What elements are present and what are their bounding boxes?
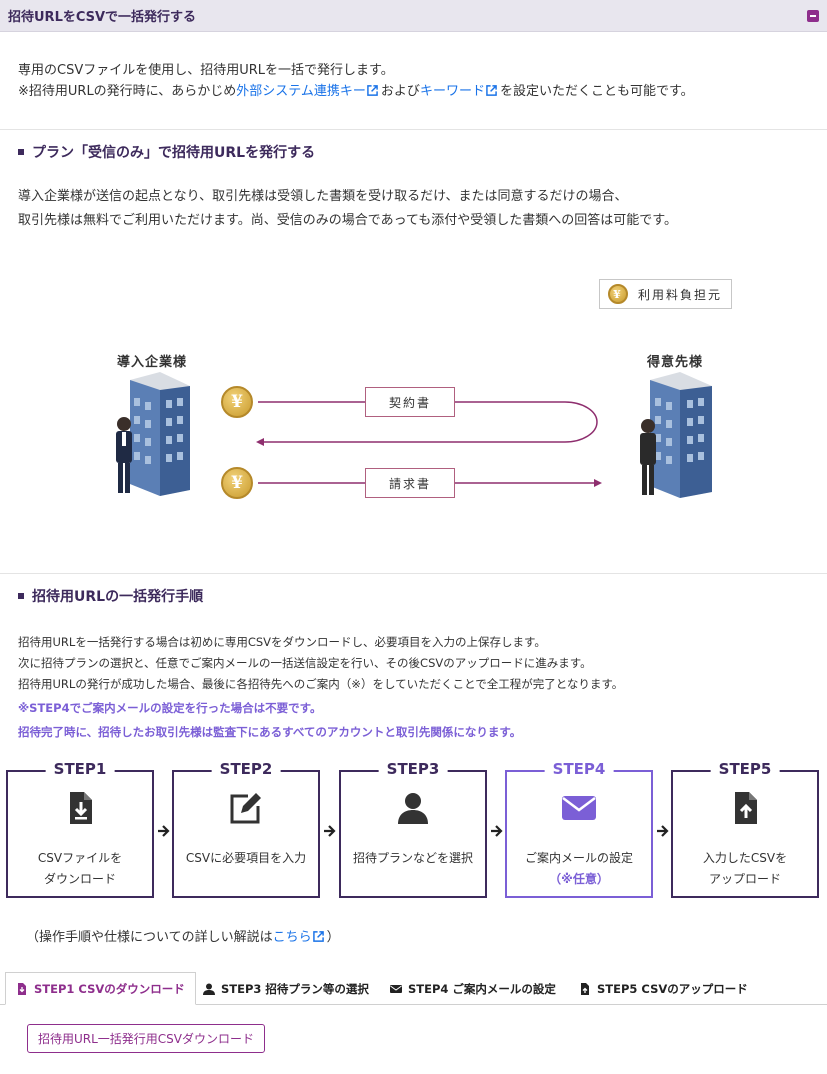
right-building-icon <box>650 372 712 498</box>
plan-description-line-2: 取引先様は無料でご利用いただけます。尚、受信のみの場合であっても添付や受領した書… <box>18 213 677 228</box>
step-4-line-1: ご案内メールの設定 <box>524 851 633 865</box>
user-icon <box>203 983 215 995</box>
step-5-line-1: 入力したCSVを <box>702 851 788 865</box>
tab-label: STEP1 CSVのダウンロード <box>34 981 185 996</box>
invoice-doc-label: 請求書 <box>365 468 455 498</box>
collapse-icon[interactable] <box>807 9 819 22</box>
step-2-line-1: CSVに必要項目を入力 <box>185 851 307 865</box>
procedure-line-3: 招待用URLの発行が成功した場合、最後に各招待先へのご案内（※）をしていただくこ… <box>18 677 624 691</box>
yen-coin-icon: ¥ <box>221 467 253 499</box>
step-1-line-2: ダウンロード <box>43 872 116 886</box>
keyword-link[interactable]: キーワード <box>419 84 485 99</box>
contract-doc-label: 契約書 <box>365 387 455 417</box>
step-3-label: STEP3 <box>378 760 448 778</box>
external-link-icon[interactable] <box>312 931 324 942</box>
step-5-text: 入力したCSVを アップロード <box>673 848 817 890</box>
plan-section-title: プラン「受信のみ」で招待用URLを発行する <box>18 142 315 162</box>
envelope-icon <box>562 796 596 820</box>
invoice-arrowhead <box>594 479 602 487</box>
detail-explanation: （操作手順や仕様についての詳しい解説はこちら ） <box>26 926 340 945</box>
procedure-line-1: 招待用URLを一括発行する場合は初めに専用CSVをダウンロードし、必要項目を入力… <box>18 635 546 649</box>
panel-title: 招待URLをCSVで一括発行する <box>8 10 197 25</box>
chevron-right-icon <box>657 825 669 837</box>
csv-download-button[interactable]: 招待用URL一括発行用CSVダウンロード <box>27 1024 266 1053</box>
contract-return-arrowhead <box>256 438 264 446</box>
right-company-label: 得意先様 <box>647 355 704 370</box>
step-4-text: ご案内メールの設定 （※任意） <box>507 848 651 890</box>
plan-description-line-1: 導入企業様が送信の起点となり、取引先様は受領した書類を受け取るだけ、または同意す… <box>18 189 628 204</box>
step-3-box: STEP3 招待プランなどを選択 <box>339 760 487 898</box>
detail-suffix: ） <box>326 930 340 945</box>
panel-header: 招待URLをCSVで一括発行する <box>0 0 827 32</box>
step-4-optional-note: （※任意） <box>549 872 609 886</box>
step-1-line-1: CSVファイルを <box>37 851 123 865</box>
envelope-icon <box>390 984 402 993</box>
chevron-right-icon <box>324 825 336 837</box>
step-5-line-2: アップロード <box>708 872 781 886</box>
external-link-icon[interactable] <box>367 85 378 96</box>
flow-diagram <box>116 372 712 498</box>
external-system-key-link[interactable]: 外部システム連携キー <box>236 84 366 99</box>
step-1-text: CSVファイルを ダウンロード <box>8 848 152 890</box>
intro-line-2-suffix: を設定いただくことも可能です。 <box>499 84 694 99</box>
edit-icon <box>230 793 261 824</box>
yen-coin-icon: ¥ <box>608 284 628 304</box>
step-2-label: STEP2 <box>211 760 281 778</box>
bullet-square-icon <box>18 149 24 155</box>
divider <box>0 573 827 574</box>
file-upload-icon <box>581 982 589 995</box>
procedure-section-title: 招待用URLの一括発行手順 <box>18 586 203 606</box>
intro-text: 専用のCSVファイルを使用し、招待用URLを一括で発行します。 ※招待用URLの… <box>18 60 694 102</box>
step-2-text: CSVに必要項目を入力 <box>174 848 318 869</box>
detail-link[interactable]: こちら <box>272 930 312 945</box>
tab-label: STEP4 ご案内メールの設定 <box>408 981 556 996</box>
user-icon <box>398 793 428 824</box>
step-1-box: STEP1 CSVファイルを ダウンロード <box>6 760 154 898</box>
external-link-icon[interactable] <box>486 85 497 96</box>
yen-coin-icon: ¥ <box>221 386 253 418</box>
bullet-square-icon <box>18 593 24 599</box>
tab-label: STEP5 CSVのアップロード <box>597 981 748 996</box>
step-3-text: 招待プランなどを選択 <box>341 848 485 869</box>
step-1-label: STEP1 <box>45 760 115 778</box>
plan-section-title-text: プラン「受信のみ」で招待用URLを発行する <box>32 145 316 161</box>
step-4-box: STEP4 ご案内メールの設定 （※任意） <box>505 760 653 898</box>
left-building-icon <box>130 372 190 496</box>
intro-line-2: ※招待用URLの発行時に、あらかじめ外部システム連携キーおよびキーワードを設定い… <box>18 81 694 102</box>
file-download-icon <box>70 792 92 824</box>
file-upload-icon <box>735 792 757 824</box>
plan-description: 導入企業様が送信の起点となり、取引先様は受領した書類を受け取るだけ、または同意す… <box>18 185 677 233</box>
tab-step1-csv-download[interactable]: STEP1 CSVのダウンロード <box>5 972 196 1005</box>
step-4-label: STEP4 <box>544 760 614 778</box>
procedure-section-title-text: 招待用URLの一括発行手順 <box>32 589 204 605</box>
file-download-icon <box>18 982 26 995</box>
detail-prefix: （操作手順や仕様についての詳しい解説は <box>26 930 273 945</box>
step-tabs: STEP1 CSVのダウンロード STEP3 招待プラン等の選択 STEP4 ご… <box>0 972 827 1005</box>
left-person-icon <box>116 417 132 493</box>
step-2-box: STEP2 CSVに必要項目を入力 <box>172 760 320 898</box>
tab-step3-plan-select[interactable]: STEP3 招待プラン等の選択 <box>193 972 379 1005</box>
chevron-right-icon <box>158 825 170 837</box>
left-company-label: 導入企業様 <box>117 355 188 370</box>
procedure-note-2: 招待完了時に、招待したお取引先様は監査下にあるすべてのアカウントと取引先関係にな… <box>18 725 522 739</box>
step-3-line-1: 招待プランなどを選択 <box>352 851 473 865</box>
procedure-note-1: ※STEP4でご案内メールの設定を行った場合は不要です。 <box>18 701 322 715</box>
divider <box>0 129 827 130</box>
intro-line-1: 専用のCSVファイルを使用し、招待用URLを一括で発行します。 <box>18 63 394 78</box>
tab-step4-mail-settings[interactable]: STEP4 ご案内メールの設定 <box>380 972 566 1005</box>
fee-payer-label: 利用料負担元 <box>638 287 723 302</box>
step-5-label: STEP5 <box>710 760 780 778</box>
procedure-line-2: 次に招待プランの選択と、任意でご案内メールの一括送信設定を行い、その後CSVのア… <box>18 656 592 670</box>
intro-line-2-prefix: ※招待用URLの発行時に、あらかじめ <box>18 84 237 99</box>
intro-line-2-mid: および <box>380 84 420 99</box>
fee-payer-badge: ¥ 利用料負担元 <box>599 279 732 309</box>
contract-arrow <box>258 401 598 443</box>
step-5-box: STEP5 入力したCSVを アップロード <box>671 760 819 898</box>
tab-label: STEP3 招待プラン等の選択 <box>221 981 369 996</box>
right-person-icon <box>640 419 656 495</box>
tab-step5-csv-upload[interactable]: STEP5 CSVのアップロード <box>569 972 758 1005</box>
chevron-right-icon <box>491 825 503 837</box>
